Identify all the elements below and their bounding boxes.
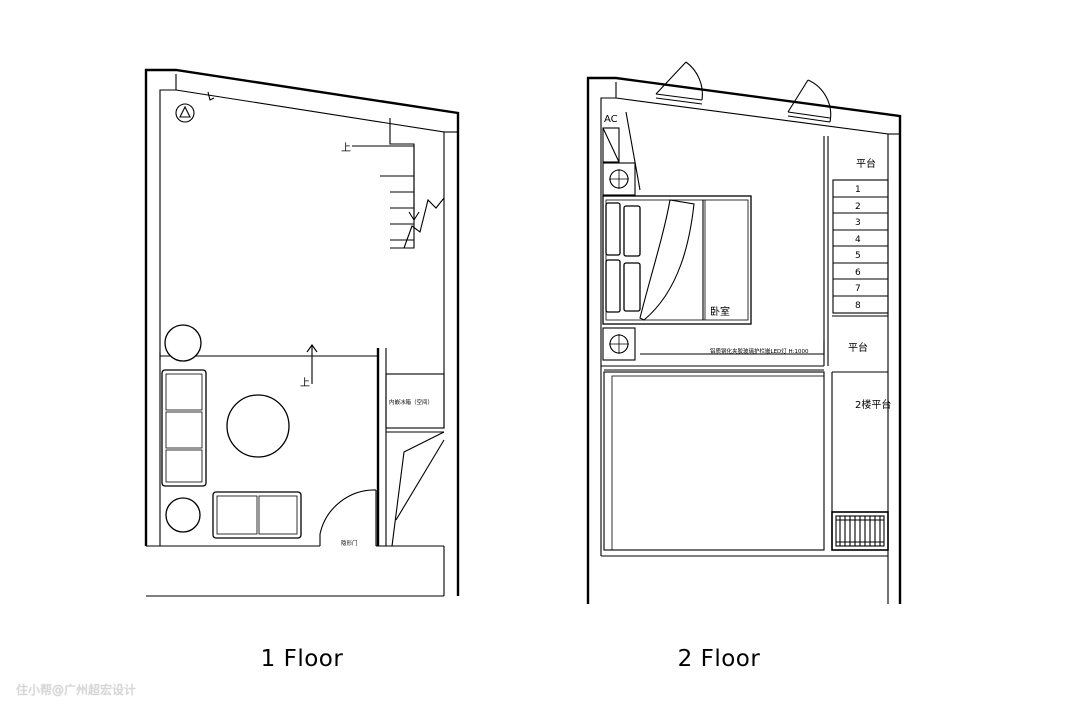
floor1-round-stool-bottom — [165, 497, 201, 533]
floor2-nightstand-top — [602, 162, 636, 196]
floor2-bed — [602, 195, 752, 325]
floor1-title: 1 Floor — [260, 646, 344, 672]
floor1-walls — [144, 68, 460, 597]
floor2-walls — [586, 76, 902, 604]
floor2-label-platform-2f: 2楼平台 — [855, 398, 891, 411]
floor2-stair-step-6: 6 — [855, 268, 861, 278]
floor1-furniture — [161, 324, 302, 539]
floor2-ac-unit — [602, 111, 641, 191]
floor1-staircase — [352, 118, 445, 249]
floor1-coffee-table — [226, 394, 290, 458]
floor1-label-up-lower: 上 — [300, 377, 310, 389]
floor1-up-arrow — [306, 344, 318, 384]
floor2-label-platform-mid: 平台 — [848, 341, 868, 354]
floor1-label-up-stair: 上 — [341, 142, 351, 154]
floor2-label-platform-top: 平台 — [856, 157, 876, 170]
floor2-plan: 1 2 3 4 5 6 7 8 AC 平台 卧室 — [586, 61, 902, 604]
floor2-stair-step-1: 1 — [855, 185, 861, 195]
floor2-stair-step-8: 8 — [855, 301, 861, 311]
floor1-drain-icon — [175, 103, 195, 123]
floor1-label-hidden-door: 隐形门 — [341, 539, 358, 547]
floor2-label-railing-note: 铝质钢化夹胶玻璃护栏嵌LED灯 H:1000 — [710, 347, 809, 355]
watermark: 住小帮@广州超宏设计 — [16, 683, 137, 697]
floor2-stair-step-5: 5 — [855, 251, 861, 261]
floor1-round-stool-top — [164, 324, 202, 362]
floor2-stair-step-7: 7 — [855, 284, 861, 294]
floor2-title: 2 Floor — [677, 646, 761, 672]
floor2-label-bedroom: 卧室 — [710, 305, 730, 318]
floor1-label-fridge: 内嵌冰箱（空间） — [389, 398, 433, 406]
floor1-entry-door — [319, 489, 377, 546]
floor2-floor-grille — [831, 511, 889, 551]
floor2-nightstand-bottom — [602, 327, 636, 361]
floor2-staircase: 1 2 3 4 5 6 7 8 — [832, 179, 889, 314]
floor2-stair-step-2: 2 — [855, 202, 861, 212]
floor2-stair-step-3: 3 — [855, 218, 861, 228]
floor2-windows — [655, 61, 832, 123]
floor2-label-ac: AC — [604, 114, 618, 125]
floor1-sofa-left — [161, 369, 207, 487]
floor1-plan: 上 上 内嵌冰箱（空间） 隐形门 — [144, 68, 460, 597]
floor2-stair-step-4: 4 — [855, 235, 861, 245]
